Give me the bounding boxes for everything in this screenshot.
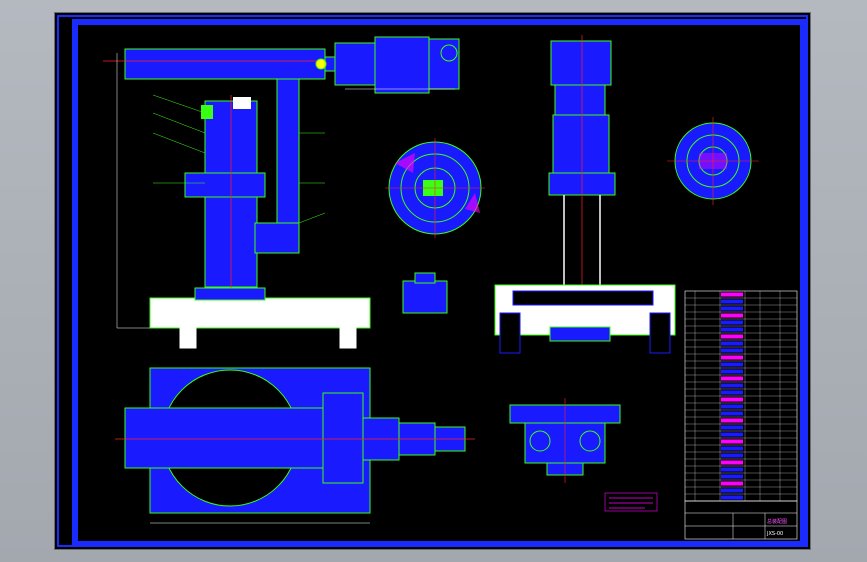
parts-list-entry — [721, 467, 743, 472]
parts-list-entry — [721, 348, 743, 353]
parts-list-entry — [721, 383, 743, 388]
parts-list-entry — [721, 376, 743, 381]
parts-list-entry — [721, 418, 743, 423]
parts-list-entry — [721, 439, 743, 444]
parts-list-entry — [721, 474, 743, 479]
parts-list-entry — [721, 390, 743, 395]
parts-list-entry — [721, 292, 743, 297]
parts-list-entry — [721, 446, 743, 451]
detail-view — [402, 272, 448, 314]
inner-border — [72, 19, 806, 547]
parts-list-entry — [721, 488, 743, 493]
parts-list-entry — [721, 453, 743, 458]
parts-list-entry — [721, 299, 743, 304]
parts-list-entry — [721, 320, 743, 325]
drawing-title: 总装配图 — [767, 518, 787, 525]
parts-list-entry — [721, 495, 743, 500]
front-view — [103, 48, 371, 349]
side-view — [494, 35, 676, 354]
parts-list-entry — [721, 481, 743, 486]
section-b-b — [667, 117, 759, 205]
parts-list-entry — [721, 327, 743, 332]
section-c-c — [509, 398, 621, 483]
parts-list-entry — [721, 425, 743, 430]
parts-list-entry — [721, 313, 743, 318]
parts-list-entry — [721, 334, 743, 339]
parts-list-entry — [721, 432, 743, 437]
title-block: 总装配图 JXS-00 — [684, 500, 798, 540]
parts-list-entry — [721, 397, 743, 402]
drawing-sheet: 总装配图 JXS-00 — [55, 13, 810, 549]
parts-list-entry — [721, 411, 743, 416]
top-view — [115, 367, 475, 524]
cad-drawing: 总装配图 JXS-00 — [57, 15, 808, 547]
gripper — [334, 36, 460, 94]
parts-list — [684, 290, 798, 502]
parts-list-entry — [721, 362, 743, 367]
drawing-number: JXS-00 — [766, 531, 783, 537]
parts-list-entry — [721, 369, 743, 374]
parts-list-entry — [721, 355, 743, 360]
parts-list-entry — [721, 460, 743, 465]
parts-list-entry — [721, 341, 743, 346]
parts-list-entry — [721, 306, 743, 311]
section-a-a — [385, 138, 485, 238]
upper-arm — [124, 48, 326, 80]
tech-note — [604, 492, 658, 512]
parts-list-entry — [721, 404, 743, 409]
